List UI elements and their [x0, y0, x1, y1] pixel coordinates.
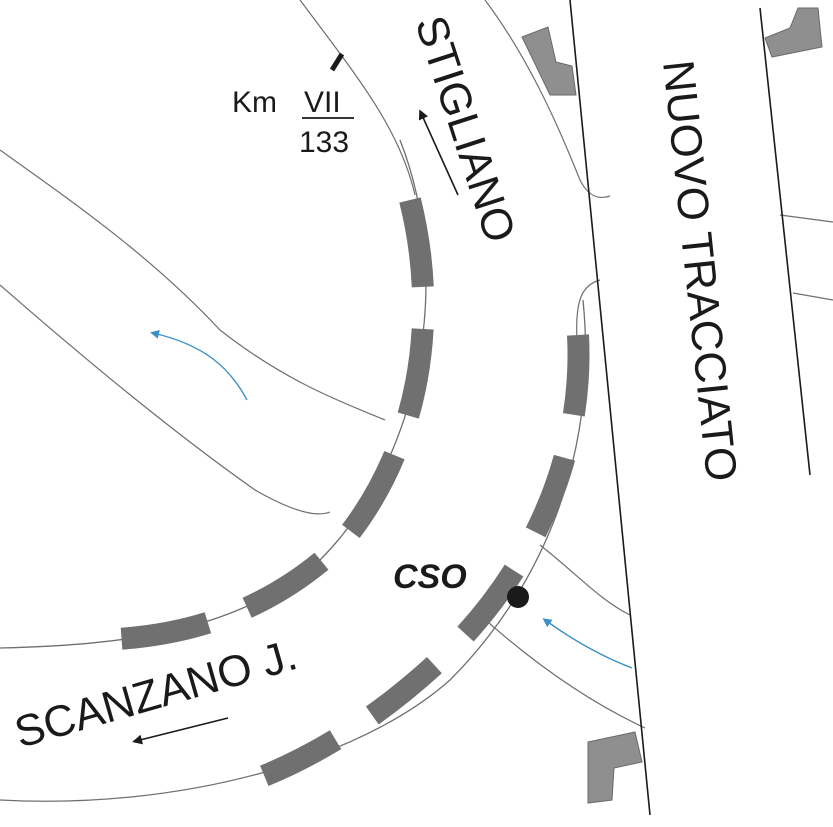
road-shoulder-line [576, 279, 601, 341]
water-flow [150, 329, 633, 669]
new-route-right-line [759, 7, 811, 476]
km-numerator-label: VII [304, 86, 341, 119]
new-route-left-line [569, 0, 651, 816]
nuovo-tracciato-label: NUOVO TRACCIATO [653, 58, 746, 484]
direction-arrows [132, 109, 459, 745]
km-denominator-label: 133 [299, 126, 349, 159]
left-stream-arrow [150, 329, 248, 401]
nuovo-tracciato-lines [569, 0, 811, 816]
inner-embankment-band [84, 197, 435, 651]
abutment-top-left [521, 26, 577, 96]
stream-lower-bank [479, 614, 646, 729]
top-road-right-edge [484, 0, 611, 199]
abutment-bottom [587, 731, 643, 804]
km-prefix-label: Km [232, 86, 277, 119]
outer-curve-outline [0, 299, 587, 802]
left-valley-upper-line [0, 149, 386, 421]
cso-point [507, 586, 529, 608]
outer-embankment-band [221, 334, 590, 801]
scanzano-direction-arrow [132, 717, 229, 745]
right-track-stub-2 [792, 292, 833, 301]
scanzano-label: SCANZANO J. [9, 630, 302, 757]
right-stream-arrow [542, 618, 633, 669]
stigliano-direction-arrow [418, 109, 459, 196]
abutments [521, 7, 823, 804]
curved-railway [0, 139, 590, 802]
inner-curve-outline [0, 139, 427, 649]
abutment-top-right [764, 7, 823, 58]
terrain-lines [0, 0, 833, 729]
left-valley-lower-line [0, 284, 331, 515]
right-track-stub-1 [779, 214, 833, 223]
top-road-left-edge [299, 0, 416, 196]
stream-upper-bank [539, 544, 631, 616]
cso-label: CSO [393, 558, 467, 596]
km-marker-tick [329, 52, 345, 72]
